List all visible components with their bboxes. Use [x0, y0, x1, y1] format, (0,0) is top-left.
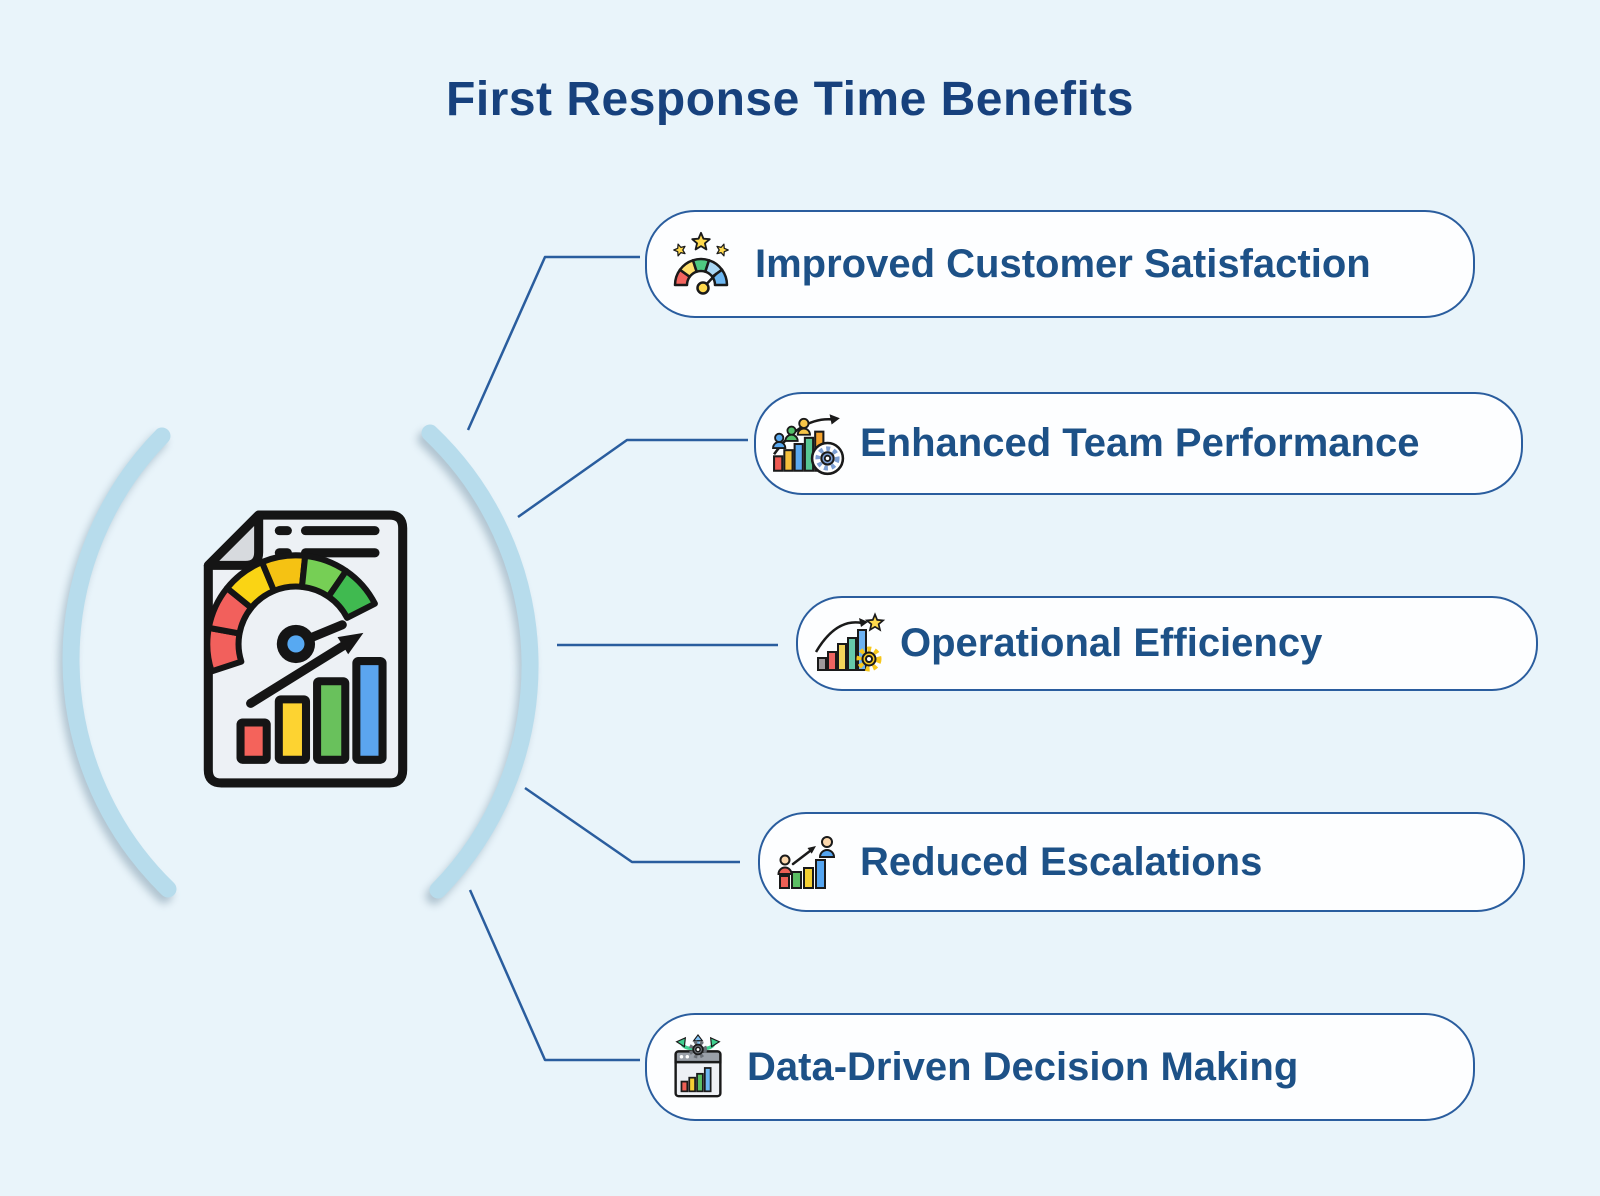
data-decision-window-icon [663, 1033, 733, 1101]
benefit-label: Enhanced Team Performance [860, 421, 1420, 465]
rating-stars [671, 231, 731, 258]
benefit-card-enhanced-team-performance: Enhanced Team Performance [754, 392, 1523, 495]
escalations-people-chart-icon [776, 830, 846, 894]
escalation-bars [779, 859, 826, 889]
benefit-label: Operational Efficiency [900, 621, 1323, 665]
left-paren-arc [62, 427, 177, 898]
window-bars [680, 1067, 712, 1093]
escalation-people [777, 836, 836, 875]
connector-line-2 [517, 438, 748, 519]
efficiency-gear [856, 646, 882, 671]
efficiency-gear-chart-icon [814, 612, 886, 676]
page-title: First Response Time Benefits [446, 73, 1134, 126]
efficiency-curve [814, 620, 863, 653]
benefit-card-improved-customer-satisfaction: Improved Customer Satisfaction [645, 210, 1475, 318]
document-text-lines [274, 526, 380, 558]
document-fold [203, 510, 264, 570]
team-gear [810, 441, 845, 475]
benefit-card-reduced-escalations: Reduced Escalations [758, 812, 1525, 912]
escalation-arrow [791, 846, 816, 866]
team-performance-icon [772, 411, 846, 477]
report-bar-chart [236, 657, 387, 764]
parenthesis-arcs [62, 424, 539, 899]
connector-lines [466, 255, 778, 1062]
efficiency-star [866, 613, 884, 631]
connector-line-4 [524, 786, 740, 864]
growth-arrow [246, 632, 364, 708]
satisfaction-meter [673, 257, 729, 295]
gauge-needle [276, 620, 347, 664]
performance-report-icon-graphic [203, 510, 408, 788]
benefit-card-operational-efficiency: Operational Efficiency [796, 596, 1538, 691]
connector-line-1 [466, 255, 640, 431]
right-paren-arc [421, 424, 539, 899]
performance-report-icon [200, 510, 412, 790]
decision-gear [689, 1040, 707, 1059]
satisfaction-gauge-icon [663, 231, 741, 297]
benefit-label: Data-Driven Decision Making [747, 1044, 1299, 1089]
speedometer-gauge [204, 552, 378, 675]
connector-line-5 [468, 889, 640, 1062]
benefit-label: Reduced Escalations [860, 839, 1263, 884]
benefit-card-data-driven-decision-making: Data-Driven Decision Making [645, 1013, 1475, 1121]
team-people [772, 417, 811, 449]
efficiency-bars [817, 628, 867, 671]
benefit-label: Improved Customer Satisfaction [755, 241, 1371, 286]
